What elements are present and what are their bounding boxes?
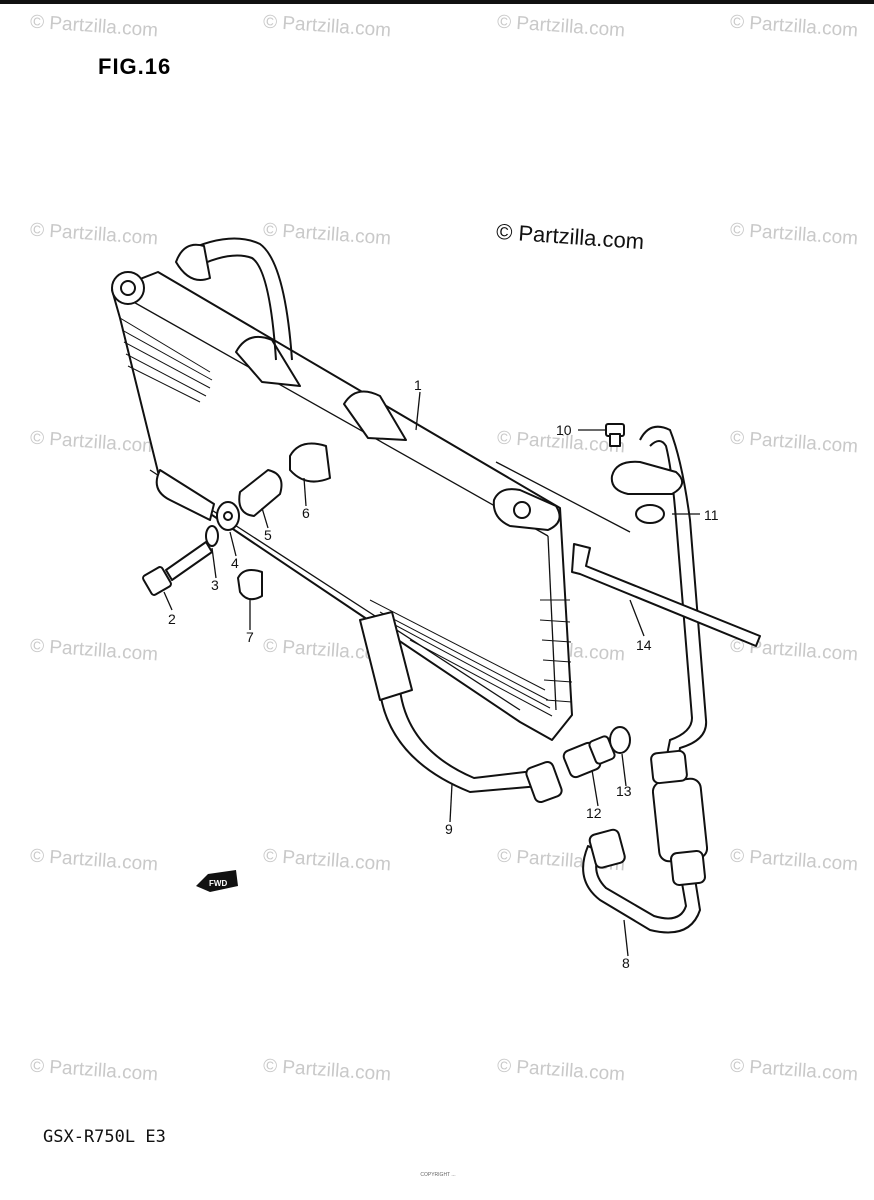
pipe-flange <box>610 460 683 495</box>
clip-7[interactable] <box>237 569 263 601</box>
sleeve-nut-top <box>650 749 688 785</box>
callout-4: 4 <box>231 555 239 571</box>
o-ring-11[interactable] <box>635 504 665 524</box>
upper-hose <box>183 237 293 361</box>
hose-9-nut <box>525 760 563 804</box>
sleeve-nut-bottom <box>670 850 706 886</box>
callout-13: 13 <box>616 783 632 799</box>
oil-cooler[interactable] <box>111 271 573 741</box>
lock-washer-3[interactable] <box>205 525 219 547</box>
callout-3: 3 <box>211 577 219 593</box>
callout-9: 9 <box>445 821 453 837</box>
collar-5[interactable] <box>238 469 283 517</box>
grommet-6[interactable] <box>289 442 331 483</box>
callout-8: 8 <box>622 955 630 971</box>
forward-arrow-icon: FWD <box>196 870 238 892</box>
callout-1: 1 <box>414 377 422 393</box>
figure-title: FIG.16 <box>98 54 172 79</box>
top-border <box>0 0 874 4</box>
hose-clamp <box>175 243 211 281</box>
callout-12: 12 <box>586 805 602 821</box>
hose-9-sleeve <box>359 611 413 701</box>
callout-11: 11 <box>704 507 719 523</box>
rubber-sleeve <box>651 777 709 863</box>
tie-strap-14[interactable] <box>571 543 761 647</box>
callout-6: 6 <box>302 505 310 521</box>
bolt-10[interactable] <box>605 423 625 447</box>
callout-2: 2 <box>168 611 176 627</box>
leader-lines <box>163 391 700 957</box>
bolt-2[interactable] <box>142 541 213 596</box>
footer-note: COPYRIGHT ... <box>420 1172 456 1178</box>
callout-14: 14 <box>636 637 652 653</box>
washer-13[interactable] <box>609 726 631 754</box>
union-fitting-12[interactable] <box>562 735 616 779</box>
hose-8-nut <box>588 828 626 869</box>
callout-7: 7 <box>246 629 254 645</box>
callout-5: 5 <box>264 527 272 543</box>
callout-10: 10 <box>556 422 572 438</box>
model-code: GSX-R750L E3 <box>43 1127 166 1147</box>
fwd-label: FWD <box>209 879 227 888</box>
